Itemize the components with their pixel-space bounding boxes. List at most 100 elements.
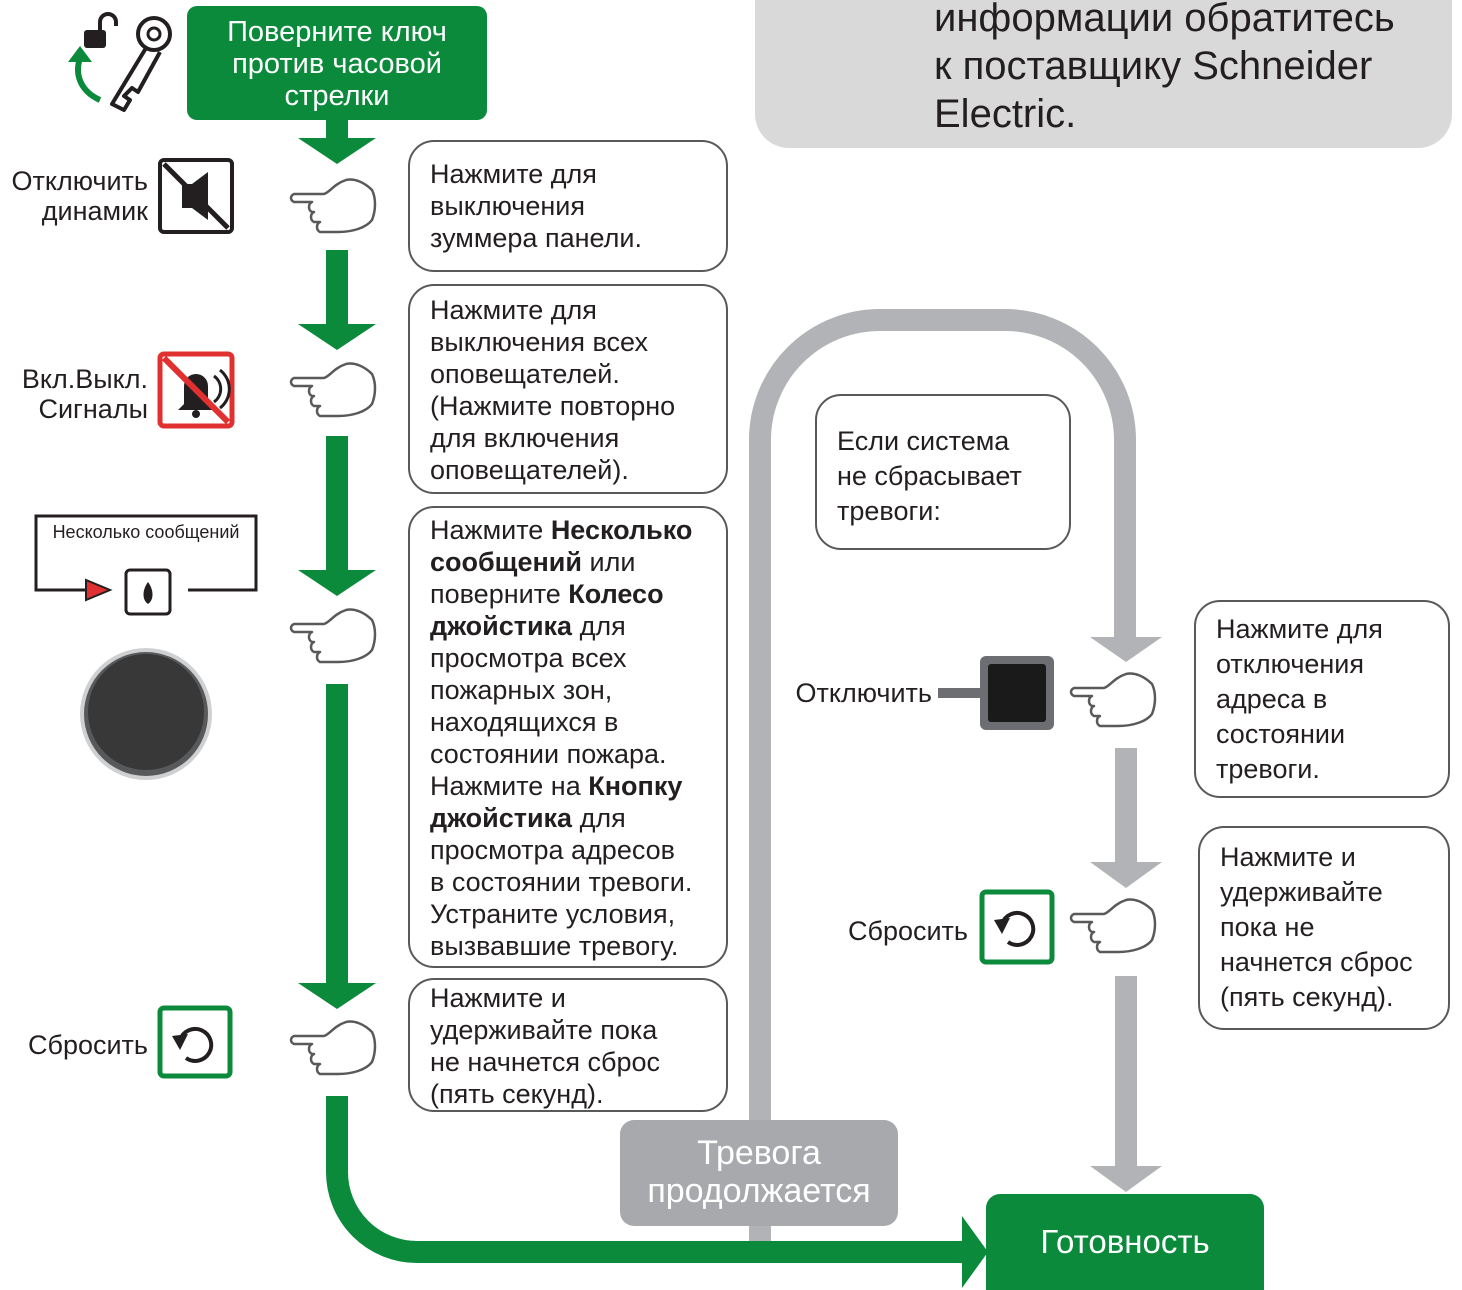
multiple-messages-label: Несколько сообщений bbox=[52, 522, 240, 542]
bubble-line: выключения всех bbox=[430, 327, 648, 357]
condition-bubble: Если система не сбрасывает тревоги: bbox=[815, 394, 1071, 550]
sounders-bubble: Нажмите для выключения всех оповещателей… bbox=[408, 284, 728, 494]
bubble-line: состоянии пожара. bbox=[430, 738, 722, 770]
green-arrow-4 bbox=[298, 983, 376, 1009]
hand-icon bbox=[1069, 672, 1157, 728]
gray-arrow-2 bbox=[1090, 862, 1162, 888]
gray-arrow-3 bbox=[1090, 1166, 1162, 1192]
bubble-text: просмотра адресов bbox=[430, 835, 676, 865]
multiple-messages-panel bbox=[34, 514, 258, 616]
bubble-text: просмотра всех bbox=[430, 643, 627, 673]
bubble-line: сообщений или bbox=[430, 546, 722, 578]
hand-icon bbox=[289, 362, 377, 418]
bubble-line: вызвавшие тревогу. bbox=[430, 930, 722, 962]
bubble-text: пожарных зон, bbox=[430, 675, 613, 705]
bubble-line: удерживайте пока bbox=[430, 1015, 658, 1045]
bubble-text: или bbox=[581, 547, 636, 577]
green-line-to-ready bbox=[326, 1096, 965, 1263]
gray-arrow-1 bbox=[1090, 637, 1162, 662]
bubble-text: для bbox=[572, 803, 626, 833]
bubble-line: тревоги: bbox=[837, 496, 941, 526]
info-panel bbox=[755, 0, 1452, 148]
info-text: информации обратитесь к поставщику Schne… bbox=[934, 0, 1454, 138]
info-text-line: Electric. bbox=[934, 92, 1077, 136]
bubble-line: (пять секунд). bbox=[430, 1079, 604, 1109]
mute-speaker-icon bbox=[158, 158, 234, 234]
bubble-line: (Нажмите повторно bbox=[430, 391, 676, 421]
bubble-line: поверните Колесо bbox=[430, 578, 722, 610]
bubble-line: тревоги. bbox=[1216, 754, 1320, 784]
bubble-bold-text: Несколько bbox=[550, 515, 693, 545]
bubble-text: в состоянии тревоги. bbox=[430, 867, 693, 897]
bubble-line: Нажмите и bbox=[430, 983, 566, 1013]
disable-label: Отключить bbox=[795, 678, 932, 708]
bubble-line: выключения bbox=[430, 191, 585, 221]
disable-bubble: Нажмите для отключения адреса в состояни… bbox=[1194, 600, 1450, 798]
sounder-off-icon bbox=[157, 351, 235, 429]
ready-box: Готовность bbox=[986, 1194, 1264, 1290]
bubble-text: Устраните условия, bbox=[430, 899, 676, 929]
sounders-label-line: Вкл.Выкл. bbox=[21, 364, 148, 394]
bubble-text: состоянии пожара. bbox=[430, 739, 667, 769]
branch-reset-bubble: Нажмите и удерживайте пока не начнется с… bbox=[1198, 826, 1450, 1030]
bubble-line: (пять секунд). bbox=[1220, 982, 1394, 1012]
bubble-line: в состоянии тревоги. bbox=[430, 866, 722, 898]
unlock-icon bbox=[84, 12, 118, 48]
rotate-ccw-arrow-icon bbox=[68, 46, 102, 103]
mute-bubble: Нажмите для выключения зуммера панели. bbox=[408, 140, 728, 272]
reset-bubble: Нажмите и удерживайте пока не начнется с… bbox=[408, 978, 728, 1112]
branch-reset-label: Сбросить bbox=[847, 916, 968, 946]
bubble-line: Нажмите на Кнопку bbox=[430, 770, 722, 802]
bubble-line: Нажмите для bbox=[430, 159, 597, 189]
reset-label: Сбросить bbox=[27, 1030, 148, 1060]
bubble-bold-text: джойстика bbox=[430, 611, 573, 641]
key-icon bbox=[110, 16, 172, 112]
bubble-line: пока не bbox=[1220, 912, 1315, 942]
hand-icon bbox=[289, 178, 377, 234]
bubble-line: джойстика для bbox=[430, 610, 722, 642]
alarm-continues-line: продолжается bbox=[647, 1172, 871, 1210]
bubble-line: не начнется сброс bbox=[430, 1047, 661, 1077]
bubble-line: просмотра адресов bbox=[430, 834, 722, 866]
start-text-line: Поверните ключ bbox=[227, 16, 447, 48]
bubble-line: отключения bbox=[1216, 649, 1365, 679]
bubble-text: Нажмите на bbox=[430, 771, 589, 801]
bubble-line: удерживайте bbox=[1220, 877, 1383, 907]
bubble-line: Нажмите и bbox=[1220, 842, 1356, 872]
bubble-line: для включения bbox=[430, 423, 620, 453]
sounders-label-line: Сигналы bbox=[38, 394, 148, 424]
bubble-line: начнется сброс bbox=[1220, 947, 1413, 977]
bubble-line: оповещателей. bbox=[430, 359, 620, 389]
bubble-line: Устраните условия, bbox=[430, 898, 722, 930]
bubble-line: зуммера панели. bbox=[430, 223, 642, 253]
mute-label-line: динамик bbox=[41, 196, 148, 226]
bubble-line: пожарных зон, bbox=[430, 674, 722, 706]
gray-loop-line bbox=[749, 309, 1136, 1245]
joystick-knob-icon bbox=[80, 648, 212, 780]
green-arrow-2 bbox=[298, 324, 376, 350]
mute-label: Отключить динамик bbox=[12, 166, 148, 226]
green-arrow-ready bbox=[962, 1216, 988, 1288]
bubble-text: Нажмите bbox=[430, 515, 551, 545]
bubble-bold-text: джойстика bbox=[430, 803, 573, 833]
bubble-bold-text: Колесо bbox=[568, 579, 664, 609]
start-text-line: стрелки bbox=[284, 80, 390, 112]
bubble-line: Если система bbox=[837, 426, 1010, 456]
bubble-line: Нажмите для bbox=[430, 295, 597, 325]
disable-button-icon bbox=[938, 656, 1054, 730]
bubble-line: оповещателей). bbox=[430, 455, 629, 485]
bubble-bold-text: Кнопку bbox=[588, 771, 683, 801]
bubble-line: Нажмите Несколько bbox=[430, 514, 722, 546]
mute-label-line: Отключить bbox=[11, 166, 148, 196]
info-text-line: к поставщику Schneider bbox=[934, 44, 1373, 88]
bubble-line: Нажмите для bbox=[1216, 614, 1383, 644]
hand-icon bbox=[1069, 898, 1157, 954]
bubble-line: адреса в bbox=[1216, 684, 1328, 714]
hand-icon bbox=[289, 1020, 377, 1076]
bubble-bold-text: сообщений bbox=[430, 547, 582, 577]
info-text-line: информации обратитесь bbox=[934, 0, 1395, 40]
bubble-text: поверните bbox=[430, 579, 569, 609]
reset-icon bbox=[157, 1005, 233, 1079]
start-box: Поверните ключ против часовой стрелки bbox=[187, 6, 487, 120]
